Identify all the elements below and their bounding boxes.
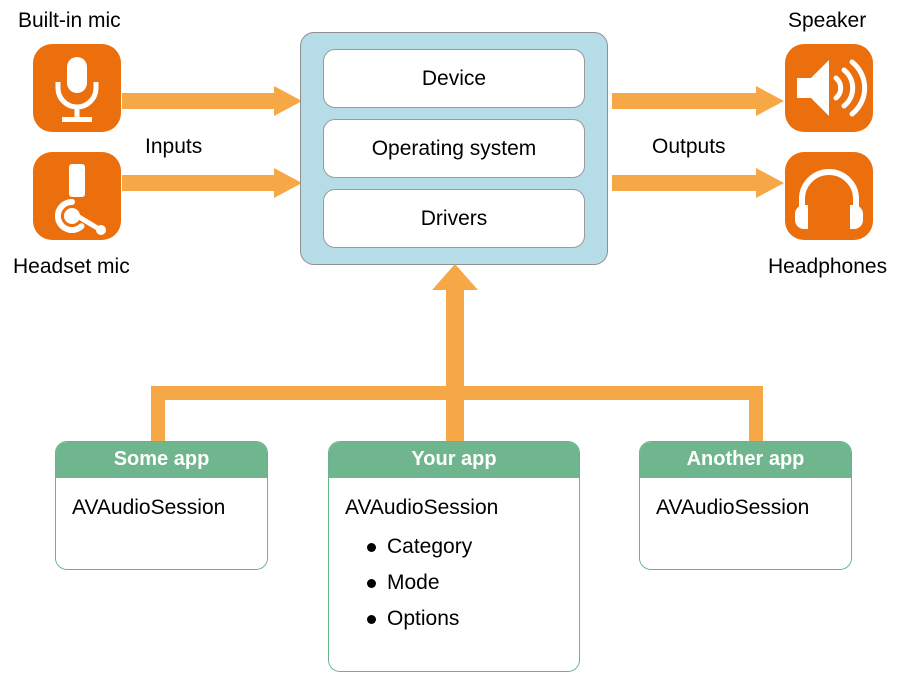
stack-layer-drivers: Drivers <box>323 189 585 248</box>
output-arrow-bottom <box>612 168 784 203</box>
connector-drop-right <box>749 386 763 444</box>
connector-stem-center <box>446 386 464 444</box>
stack-layer-label: Operating system <box>371 136 537 160</box>
headset-mic-tile <box>33 152 121 240</box>
app-card-header: Your app <box>329 442 579 478</box>
microphone-icon <box>33 44 121 132</box>
app-card-body: AVAudioSession Category Mode Options <box>329 478 579 671</box>
system-stack: Device Operating system Drivers <box>300 32 608 265</box>
speaker-icon <box>785 44 873 132</box>
app-card-your-app[interactable]: Your app AVAudioSession Category Mode Op… <box>328 441 580 672</box>
speaker-label: Speaker <box>788 9 867 32</box>
list-item: Category <box>367 529 563 565</box>
app-card-another-app[interactable]: Another app AVAudioSession <box>639 441 852 570</box>
avaudiosession-property-list: Category Mode Options <box>345 529 563 637</box>
connector-drop-left <box>151 386 165 444</box>
builtin-mic-label: Built-in mic <box>18 9 121 32</box>
list-item: Options <box>367 601 563 637</box>
output-arrow-top <box>612 86 784 121</box>
list-item: Mode <box>367 565 563 601</box>
builtin-mic-tile <box>33 44 121 132</box>
headphones-icon <box>785 152 873 240</box>
stack-layer-device: Device <box>323 49 585 108</box>
outputs-flow-label: Outputs <box>652 135 726 158</box>
app-card-body: AVAudioSession <box>640 478 851 569</box>
apps-to-stack-arrow <box>432 264 478 399</box>
app-card-body: AVAudioSession <box>56 478 267 569</box>
avaudiosession-label: AVAudioSession <box>72 496 226 519</box>
connector-horizontal-bar <box>151 386 763 400</box>
headphones-tile <box>785 152 873 240</box>
avaudiosession-label: AVAudioSession <box>345 496 499 519</box>
stack-layer-label: Device <box>421 66 487 90</box>
headset-mic-label: Headset mic <box>13 255 130 278</box>
app-card-header: Some app <box>56 442 267 478</box>
headphones-label: Headphones <box>768 255 888 278</box>
stack-layer-operating-system: Operating system <box>323 119 585 178</box>
stack-layer-label: Drivers <box>420 206 488 230</box>
input-arrow-top <box>122 86 302 121</box>
avaudiosession-label: AVAudioSession <box>656 496 810 519</box>
inputs-flow-label: Inputs <box>145 135 203 158</box>
speaker-tile <box>785 44 873 132</box>
input-arrow-bottom <box>122 168 302 203</box>
app-card-some-app[interactable]: Some app AVAudioSession <box>55 441 268 570</box>
headset-mic-icon <box>33 152 121 240</box>
app-card-header: Another app <box>640 442 851 478</box>
